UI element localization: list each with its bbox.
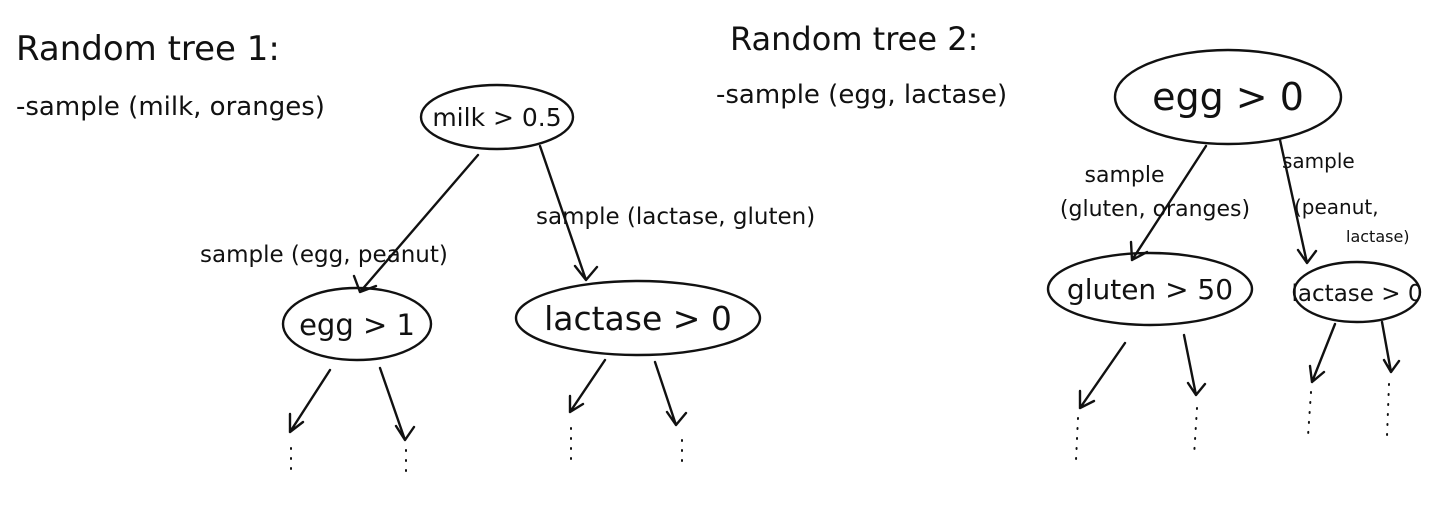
tree-2-title: Random tree 2: (730, 20, 978, 58)
tree-2-right-edge-label: sample (peanut, lactase) (1282, 149, 1410, 246)
tree-2-right-child-ellipse (1292, 260, 1422, 324)
tree-1-left-edge-label: sample (egg, peanut) (200, 242, 448, 268)
tree-2-root-label: egg > 0 (1152, 75, 1304, 119)
tree-1-root-label: milk > 0.5 (432, 103, 561, 132)
tree-1-root-sample: -sample (milk, oranges) (16, 92, 325, 122)
tree-2-root-sample: -sample (egg, lactase) (716, 80, 1007, 110)
tree-2-right-child-label: lactase > 0 (1292, 281, 1423, 307)
tree-2-right-edge-label-line-2: (peanut, (1294, 195, 1379, 219)
tree-1-title: Random tree 1: (16, 29, 280, 69)
tree-2-left-edge-label-line-2: (gluten, oranges) (1060, 197, 1250, 222)
tree-1-left-child-ellipse (281, 286, 433, 362)
tree-1-right-child-ellipse (514, 279, 762, 357)
tree-1-root-ellipse (419, 83, 575, 151)
tree-1-left-child-label: egg > 1 (299, 308, 415, 342)
tree-1-continuations (288, 358, 688, 473)
tree-2-continuations (1075, 320, 1401, 461)
tree-2-right-edge-label-line-1: sample (1282, 149, 1355, 173)
tree-1-right-child-node: lactase > 0 (514, 279, 762, 357)
tree-2-root-ellipse (1113, 48, 1343, 146)
random-tree-2: Random tree 2: -sample (egg, lactase) eg… (716, 20, 1423, 461)
tree-2-left-child-label: gluten > 50 (1067, 273, 1233, 306)
tree-2-left-child-ellipse (1046, 251, 1254, 327)
tree-1-right-edge (538, 144, 599, 282)
random-tree-1: Random tree 1: -sample (milk, oranges) m… (16, 29, 815, 473)
tree-2-root-node: egg > 0 (1113, 48, 1343, 146)
tree-2-right-edge-label-line-3: lactase) (1346, 227, 1410, 246)
tree-1-left-edge (352, 153, 480, 294)
tree-2-left-child-node: gluten > 50 (1046, 251, 1254, 327)
tree-2-right-child-node: lactase > 0 (1292, 260, 1423, 324)
tree-1-root-node: milk > 0.5 (419, 83, 575, 151)
tree-1-left-child-node: egg > 1 (281, 286, 433, 362)
tree-1-right-child-label: lactase > 0 (544, 299, 732, 338)
tree-2-right-edge (1278, 138, 1318, 265)
tree-1-right-edge-label: sample (lactase, gluten) (536, 204, 815, 230)
tree-2-left-edge-label-line-1: sample (1085, 163, 1165, 188)
tree-2-left-edge-label: sample (gluten, oranges) (1060, 163, 1250, 222)
